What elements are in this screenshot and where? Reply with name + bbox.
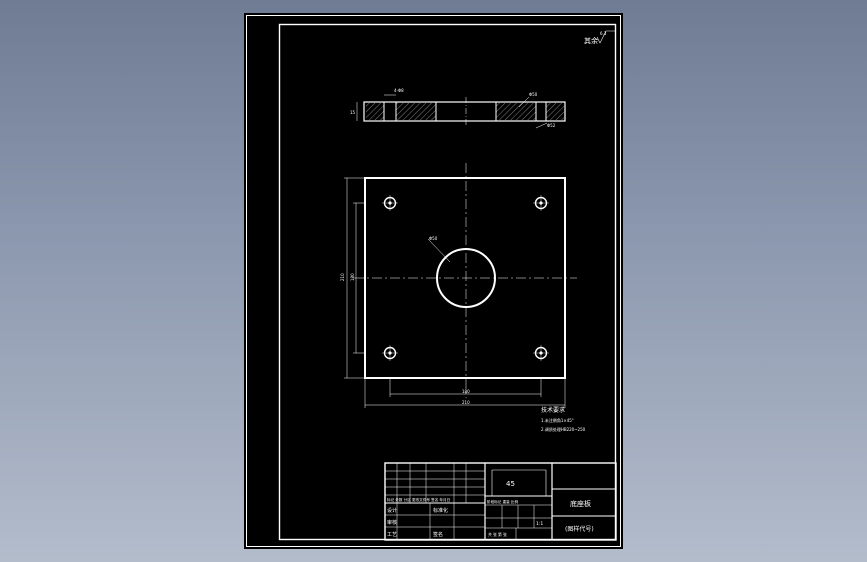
title-row-label-2: 审核 xyxy=(387,519,397,526)
title-scale-label: 阶段标记 重量 比例 xyxy=(487,499,518,504)
technical-notes: 技术要求 1.未注倒角1×45° 2.调质处理HB220~250 xyxy=(541,406,586,432)
title-header-row: 标记 处数 分区 更改文件号 签名 年月日 xyxy=(387,497,450,502)
center-bore xyxy=(436,248,496,308)
title-sheet-label: 共 张 第 张 xyxy=(488,532,507,537)
title-block: 标记 处数 分区 更改文件号 签名 年月日 设计 审核 工艺 标准化 签名 45… xyxy=(384,462,617,541)
title-part-name: 底座板 xyxy=(570,499,591,508)
notes-line-1: 1.未注倒角1×45° xyxy=(541,417,574,423)
title-col-header-1: 标准化 xyxy=(433,507,448,514)
side-callout-1: Φ50 xyxy=(529,92,538,97)
notes-title: 技术要求 xyxy=(541,406,565,414)
title-material: 45 xyxy=(506,480,515,488)
dim-outer-horizontal: 210 xyxy=(462,400,470,405)
title-drawing-number: (图样代号) xyxy=(565,525,594,533)
notes-line-2: 2.调质处理HB220~250 xyxy=(541,426,586,432)
roughness-mark: 其余 6.3 xyxy=(584,30,615,45)
drawing-sheet[interactable]: 其余 6.3 xyxy=(244,13,623,549)
dim-inner-vertical: 180 xyxy=(350,273,355,281)
title-scale-value: 1:1 xyxy=(536,521,543,527)
section-view: 4-Φ8 15 Φ50 Φ52 xyxy=(350,88,566,129)
title-col-header-2: 签名 xyxy=(433,531,443,538)
title-row-label-3: 工艺 xyxy=(387,532,397,538)
title-row-label-1: 设计 xyxy=(387,507,397,514)
mounting-hole-tr xyxy=(533,195,549,211)
plan-view: Φ50 xyxy=(340,163,577,408)
side-callout-2: Φ52 xyxy=(547,123,556,128)
dim-outer-vertical: 210 xyxy=(340,273,345,281)
side-dim-top: 4-Φ8 xyxy=(394,88,404,93)
dim-inner-horizontal: 180 xyxy=(462,389,470,394)
drawing-canvas: 其余 6.3 xyxy=(246,15,621,547)
side-dim-left: 15 xyxy=(350,110,356,115)
mounting-hole-bl xyxy=(382,345,398,361)
mounting-hole-br xyxy=(533,345,549,361)
roughness-symbol-text: 其余 xyxy=(584,36,598,45)
roughness-value-text: 6.3 xyxy=(600,31,607,36)
mounting-hole-tl xyxy=(382,195,398,211)
center-bore-dim: Φ50 xyxy=(429,236,438,241)
outer-frame xyxy=(246,15,621,547)
